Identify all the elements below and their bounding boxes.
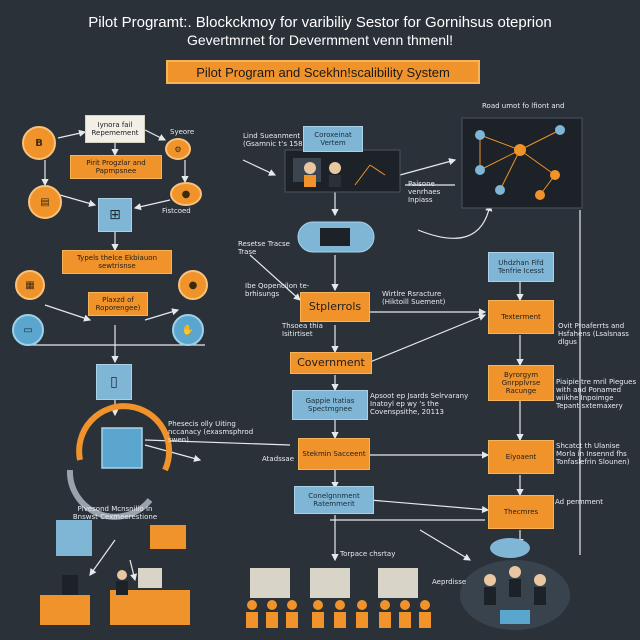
box-bynorgym: Byrorgym Gnrpplvrse Racunge xyxy=(488,365,554,401)
box-eiyoaent: Eiyoaent xyxy=(488,440,554,474)
label-paisone: Paisone venrhaes Inpiass xyxy=(408,180,441,204)
label-piaipie: Piaipie tre mril Piegues with and Poname… xyxy=(556,378,637,410)
phone-icon: ▯ xyxy=(96,364,132,400)
label-ibe: Ibe Qopencilon te-brhisungs xyxy=(245,282,310,298)
laptop-icon: ▭ xyxy=(12,314,44,346)
box-texterment: Texterment xyxy=(488,300,554,334)
page-subtitle: Gevertmrnet for Devermment venn thmenl! xyxy=(186,32,454,48)
box-stplerrols: Stplerrols xyxy=(300,292,370,322)
title-banner: Pilot Program and Scekhn!scalibility Sys… xyxy=(166,60,480,84)
label-thsoea: Thsoea thia Isitirtiset xyxy=(282,322,323,338)
box-coordinat: Coroxeinat Vertem xyxy=(303,126,363,152)
box-consignment: Conelgnnment Ratemmerit xyxy=(294,486,374,514)
box-types: Typels thelce Ekbiauon sewtrisnse xyxy=(62,250,172,274)
label-govt: Lind Sueanment (Gsamnic t‘s 1589) xyxy=(243,132,310,148)
phases-caption: Phesecis olly Uiting nccanacy (exasmsphr… xyxy=(168,420,254,444)
box-gappie: Gappie Itatias Spectmgnee xyxy=(292,390,368,420)
page-title: Pilot Programt:. Blockckmoy for varibili… xyxy=(88,14,552,31)
coin-icon: ● xyxy=(178,270,208,300)
label-adpermment: Ad permment xyxy=(555,498,603,506)
caption-road: Road umot fo lfiont and xyxy=(482,102,565,110)
box-stekmin: Stekmin Sacceent xyxy=(298,438,370,470)
label-fistcoed: Fistcoed xyxy=(162,207,191,215)
box-uhdan: Uhdzhan Fifd Tenfrie Icesst xyxy=(488,252,554,282)
label-shcatct: Shcatct th Ulanise Morla in Insennd fhs … xyxy=(556,442,630,466)
gear-icon: ⚙ xyxy=(165,138,191,160)
box-top: Iynora fail Repemement xyxy=(85,115,145,143)
coins-icon: ● xyxy=(170,182,202,206)
grid-icon: ⊞ xyxy=(98,198,132,232)
label-wirtlre: Wirtlre Rsracture (Hiktoill Suement) xyxy=(382,290,446,306)
bottom-caption: Plvesond Mcnsnilio In Bnswst Cexmeeresti… xyxy=(72,505,158,521)
box-thecmres: Thecmres xyxy=(488,495,554,529)
stack-icon: ▦ xyxy=(15,270,45,300)
document-icon: ▤ xyxy=(28,185,62,219)
hand-icon: ✋ xyxy=(172,314,204,346)
box-program: Pirit Progzlar and Papmpsnee xyxy=(70,155,162,179)
label-apsoot: Apsoot ep Jsards Selrvarany Inatoyl ep w… xyxy=(370,392,469,416)
label-ovit: Ovit Proaferrts and Hsfahens (Lsalsnass … xyxy=(558,322,629,346)
label-aeprdisse: Aeprdisse xyxy=(432,578,467,586)
box-phases: Plaxzd of Roporengee) xyxy=(88,292,148,316)
bitcoin-icon: B xyxy=(22,126,56,160)
box-government: Covernment xyxy=(290,352,372,374)
label-torpace: Torpace chsrtay xyxy=(340,550,396,558)
label-syeore: Syeore xyxy=(170,128,195,136)
label-atadssae: Atadssae xyxy=(262,455,295,463)
label-resetse: Resetse Tracse Trase xyxy=(238,240,290,256)
